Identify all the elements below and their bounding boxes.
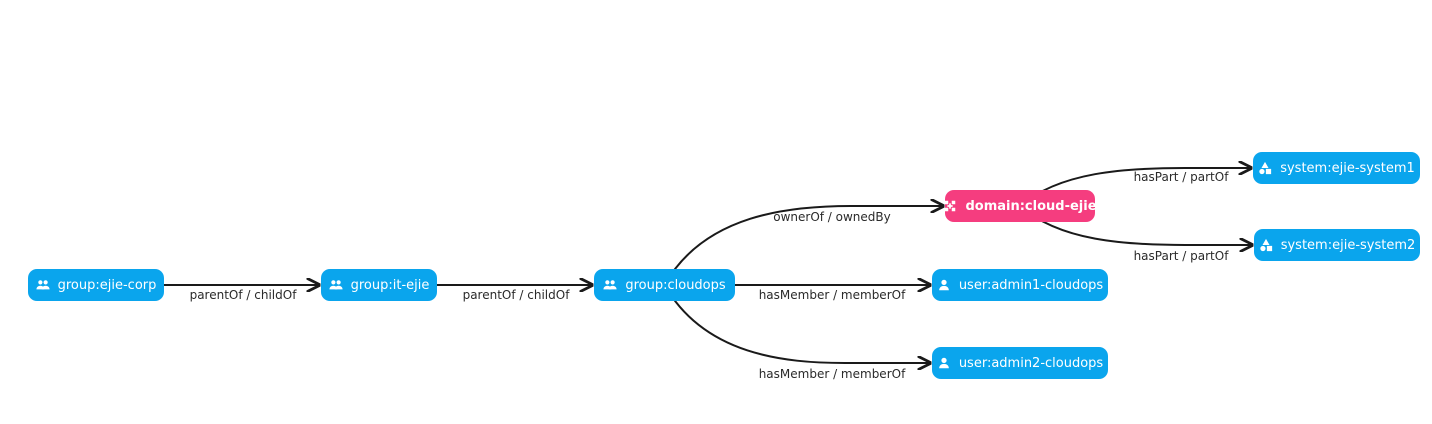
edge-label: ownerOf / ownedBy <box>773 210 891 224</box>
node-system-ejie-system2[interactable]: system:ejie-system2 <box>1254 229 1420 261</box>
node-label: group:it-ejie <box>350 277 430 293</box>
node-label: system:ejie-system2 <box>1280 237 1416 253</box>
node-user-admin1-cloudops[interactable]: user:admin1-cloudops <box>932 269 1108 301</box>
node-label: group:cloudops <box>625 277 726 293</box>
group-icon <box>329 278 343 292</box>
edge-cloudops-cloud-ejie <box>663 206 944 286</box>
domain-icon <box>943 199 957 213</box>
edge-label: parentOf / childOf <box>463 288 571 302</box>
edge-label: hasPart / partOf <box>1134 249 1230 263</box>
system-icon <box>1259 238 1273 252</box>
edge-label: hasPart / partOf <box>1134 170 1230 184</box>
system-icon <box>1258 161 1272 175</box>
node-group-ejie-corp[interactable]: group:ejie-corp <box>28 269 164 301</box>
node-user-admin2-cloudops[interactable]: user:admin2-cloudops <box>932 347 1108 379</box>
node-label: user:admin2-cloudops <box>958 355 1104 371</box>
edge-label: hasMember / memberOf <box>759 288 906 302</box>
edge-cloudops-admin2 <box>663 284 931 363</box>
node-group-cloudops[interactable]: group:cloudops <box>594 269 735 301</box>
node-label: user:admin1-cloudops <box>958 277 1104 293</box>
user-icon <box>937 356 951 370</box>
node-label: group:ejie-corp <box>57 277 157 293</box>
group-icon <box>603 278 617 292</box>
group-icon <box>36 278 50 292</box>
node-group-it-ejie[interactable]: group:it-ejie <box>321 269 437 301</box>
user-icon <box>937 278 951 292</box>
edge-label: parentOf / childOf <box>190 288 298 302</box>
node-domain-cloud-ejie[interactable]: domain:cloud-ejie <box>943 190 1097 222</box>
node-system-ejie-system1[interactable]: system:ejie-system1 <box>1253 152 1420 184</box>
node-label: domain:cloud-ejie <box>965 198 1097 214</box>
node-label: system:ejie-system1 <box>1280 160 1415 176</box>
edge-label: hasMember / memberOf <box>759 367 906 381</box>
